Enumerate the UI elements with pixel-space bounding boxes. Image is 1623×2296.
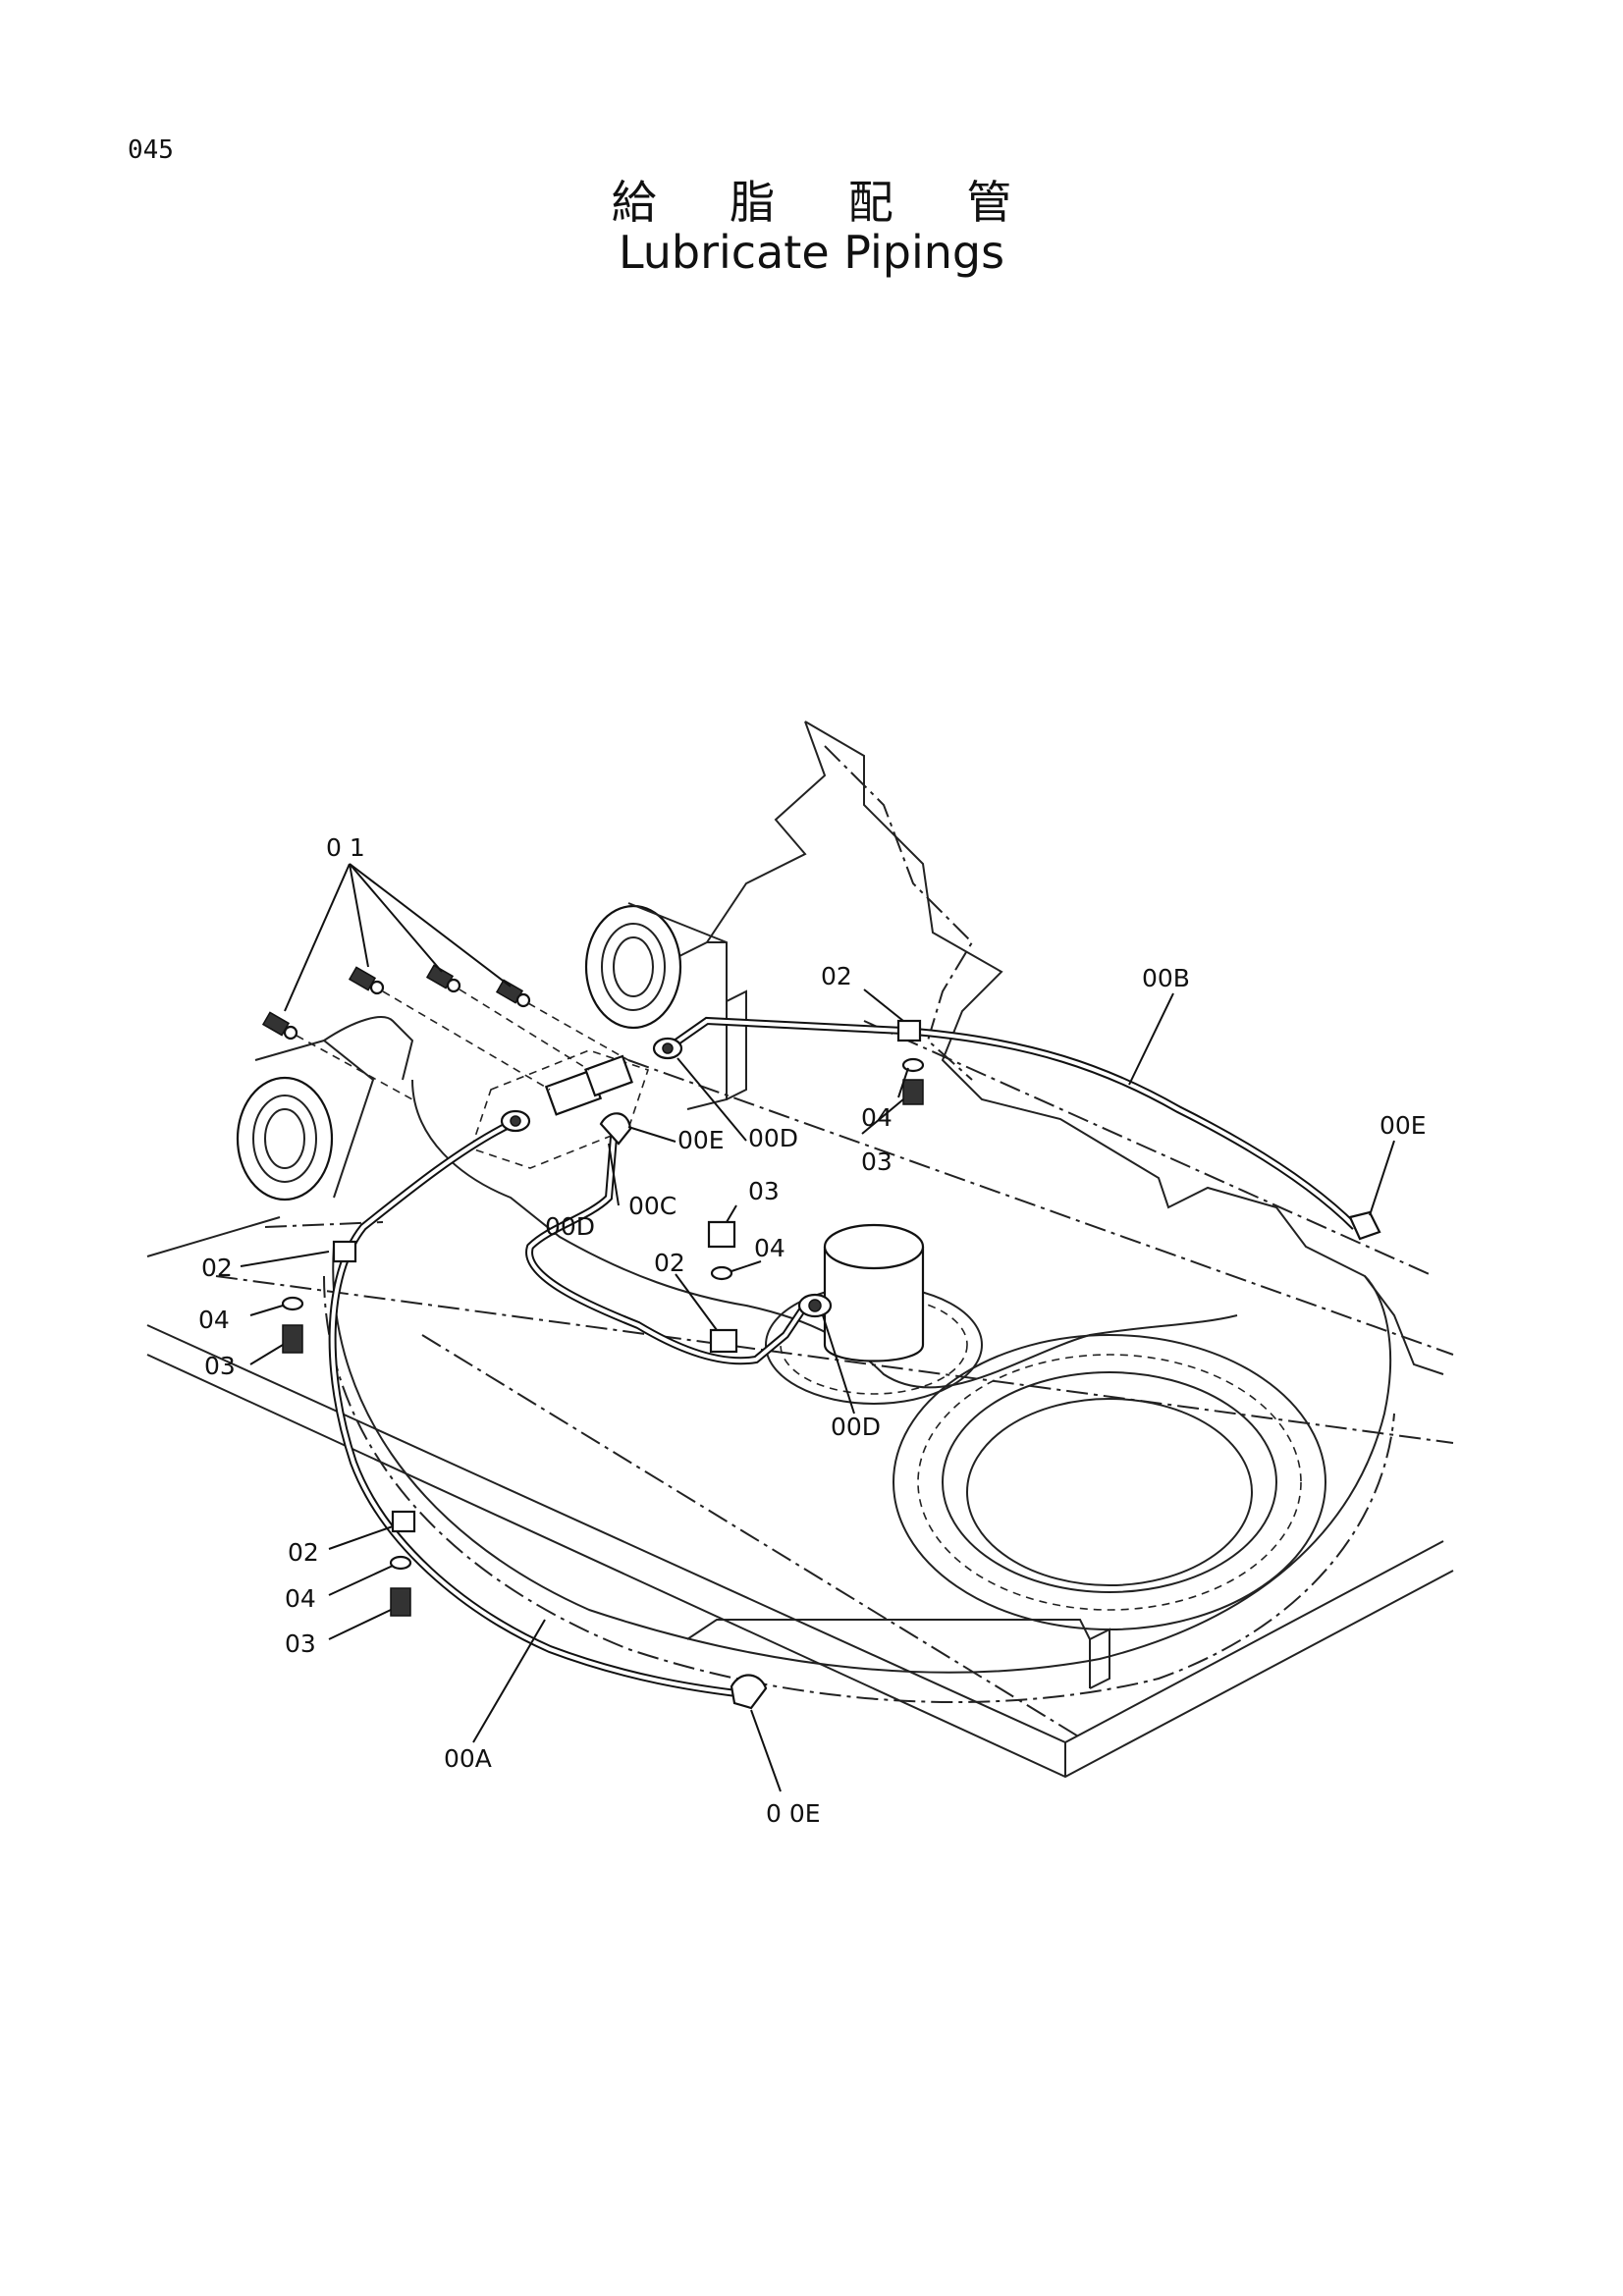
callout-02-bottom: 02 — [288, 1538, 319, 1567]
callout-00A: 00A — [444, 1744, 492, 1773]
grease-nipple-3 — [425, 964, 590, 1071]
callout-02-left: 02 — [201, 1254, 233, 1282]
fitting-00D-center — [797, 1293, 833, 1318]
frame-outline — [146, 1020, 1454, 1779]
callout-01: 0 1 — [326, 833, 365, 862]
callout-00D-left: 00D — [545, 1212, 595, 1241]
right-boss — [584, 902, 747, 1110]
leader-lines — [240, 863, 1395, 1792]
fitting-00D-left — [500, 1109, 531, 1133]
callout-04-top: 04 — [861, 1103, 893, 1132]
grease-block — [469, 1049, 650, 1169]
pipe-00A — [328, 1120, 737, 1697]
callout-03-top: 03 — [861, 1148, 893, 1176]
callout-00E-bottom: 0 0E — [766, 1799, 821, 1828]
callout-03-bottom: 03 — [285, 1629, 316, 1658]
callout-04-left: 04 — [198, 1306, 230, 1334]
fitting-00E-elbow — [599, 1112, 632, 1146]
callout-02-top: 02 — [821, 962, 852, 990]
callout-03-left: 03 — [204, 1352, 236, 1380]
center-cylinder — [765, 1223, 983, 1405]
clamp-02-top — [896, 1019, 922, 1042]
grease-nipple-4 — [495, 979, 629, 1061]
callout-00D-upper: 00D — [748, 1124, 798, 1152]
clamp-02-left — [332, 1240, 357, 1263]
title-japanese: 給 脂 配 管 — [611, 176, 1042, 229]
grease-nipple-2 — [348, 966, 551, 1091]
callout-02-mid: 02 — [654, 1249, 685, 1277]
deck-body — [323, 1079, 1395, 1703]
clamp-02-mid — [709, 1328, 738, 1354]
callout-00E-right: 00E — [1380, 1111, 1427, 1140]
callout-04-center: 04 — [754, 1234, 785, 1262]
grease-nipple-1 — [261, 1011, 413, 1100]
clamp-02-bottom — [391, 1510, 416, 1533]
fitting-00D-upper — [652, 1037, 683, 1060]
callout-labels: 0 1 02 00B 00D 00E 04 03 00E 03 04 00C 0… — [198, 833, 1427, 1828]
callout-00D-center: 00D — [831, 1413, 881, 1441]
fitting-00E-right — [1348, 1210, 1381, 1241]
fitting-00E-bottom — [730, 1674, 768, 1710]
swing-ring — [893, 1334, 1326, 1630]
bolt-03 — [282, 1079, 924, 1617]
pipe-00B — [665, 1016, 1358, 1230]
callout-00E-elbow: 00E — [677, 1126, 725, 1154]
left-boss — [236, 1016, 414, 1201]
callout-04-bottom: 04 — [285, 1584, 316, 1613]
title-english: Lubricate Pipings — [618, 226, 1005, 279]
callout-03-center: 03 — [748, 1177, 780, 1205]
callout-00B: 00B — [1142, 964, 1190, 992]
page-number: 045 — [128, 135, 174, 165]
pipe-00C — [525, 1136, 809, 1365]
callout-00C: 00C — [628, 1192, 676, 1220]
